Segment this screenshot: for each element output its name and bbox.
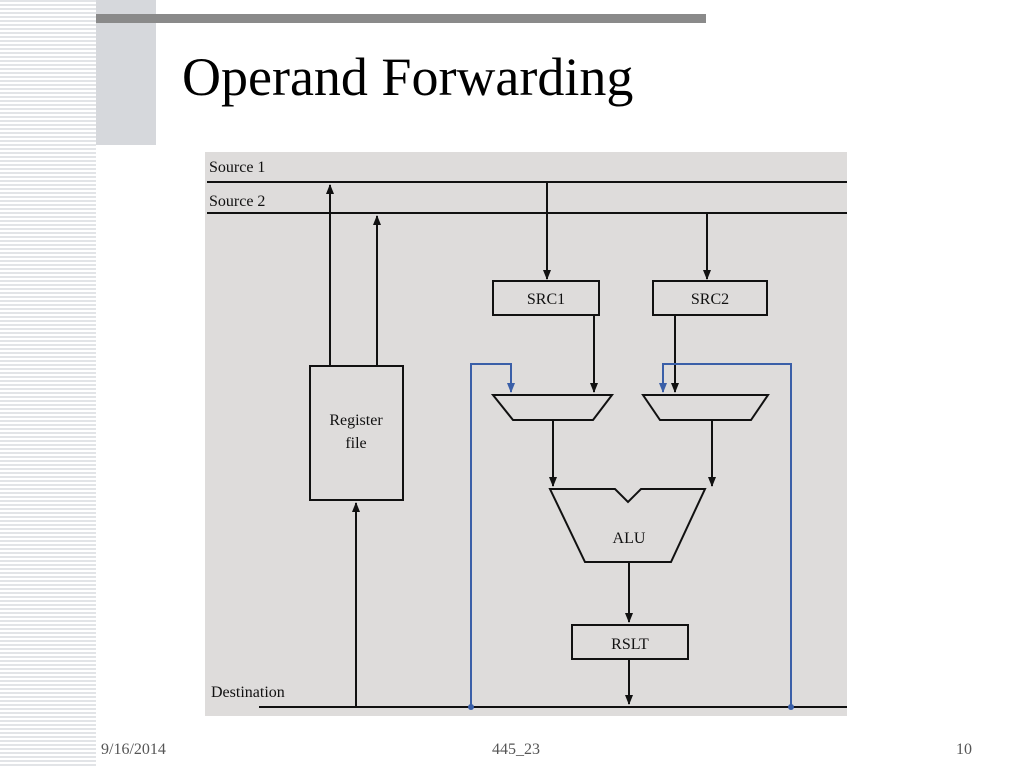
operand-forwarding-diagram: Source 1 Source 2 Destination Register f… bbox=[205, 152, 847, 716]
source1-label: Source 1 bbox=[209, 159, 265, 176]
forwarding-path-to-mux2 bbox=[659, 363, 792, 707]
src2-register bbox=[652, 280, 768, 316]
decorative-stripes bbox=[0, 0, 96, 768]
title-rule bbox=[96, 14, 706, 23]
forwarding-path-to-mux1 bbox=[470, 363, 515, 707]
src2-label: SRC2 bbox=[691, 291, 729, 308]
rslt-label: RSLT bbox=[611, 636, 649, 653]
forwarding-junction-left bbox=[468, 704, 474, 710]
footer-course-code: 445_23 bbox=[492, 741, 540, 758]
source2-label: Source 2 bbox=[209, 193, 265, 210]
register-file-label-line1: Register bbox=[329, 412, 383, 429]
alu-label: ALU bbox=[613, 530, 646, 547]
footer-date: 9/16/2014 bbox=[101, 741, 166, 758]
alu-block bbox=[548, 488, 707, 563]
slide-title: Operand Forwarding bbox=[182, 47, 634, 107]
register-file-label-line2: file bbox=[345, 435, 366, 452]
footer-page-number: 10 bbox=[956, 741, 972, 758]
destination-label: Destination bbox=[211, 684, 285, 701]
register-file-block bbox=[309, 365, 404, 501]
src1-register bbox=[492, 280, 600, 316]
src1-label: SRC1 bbox=[527, 291, 565, 308]
forwarding-junction-right bbox=[788, 704, 794, 710]
decorative-corner-block bbox=[96, 0, 156, 145]
mux-1 bbox=[490, 394, 615, 421]
mux-2 bbox=[641, 394, 770, 421]
